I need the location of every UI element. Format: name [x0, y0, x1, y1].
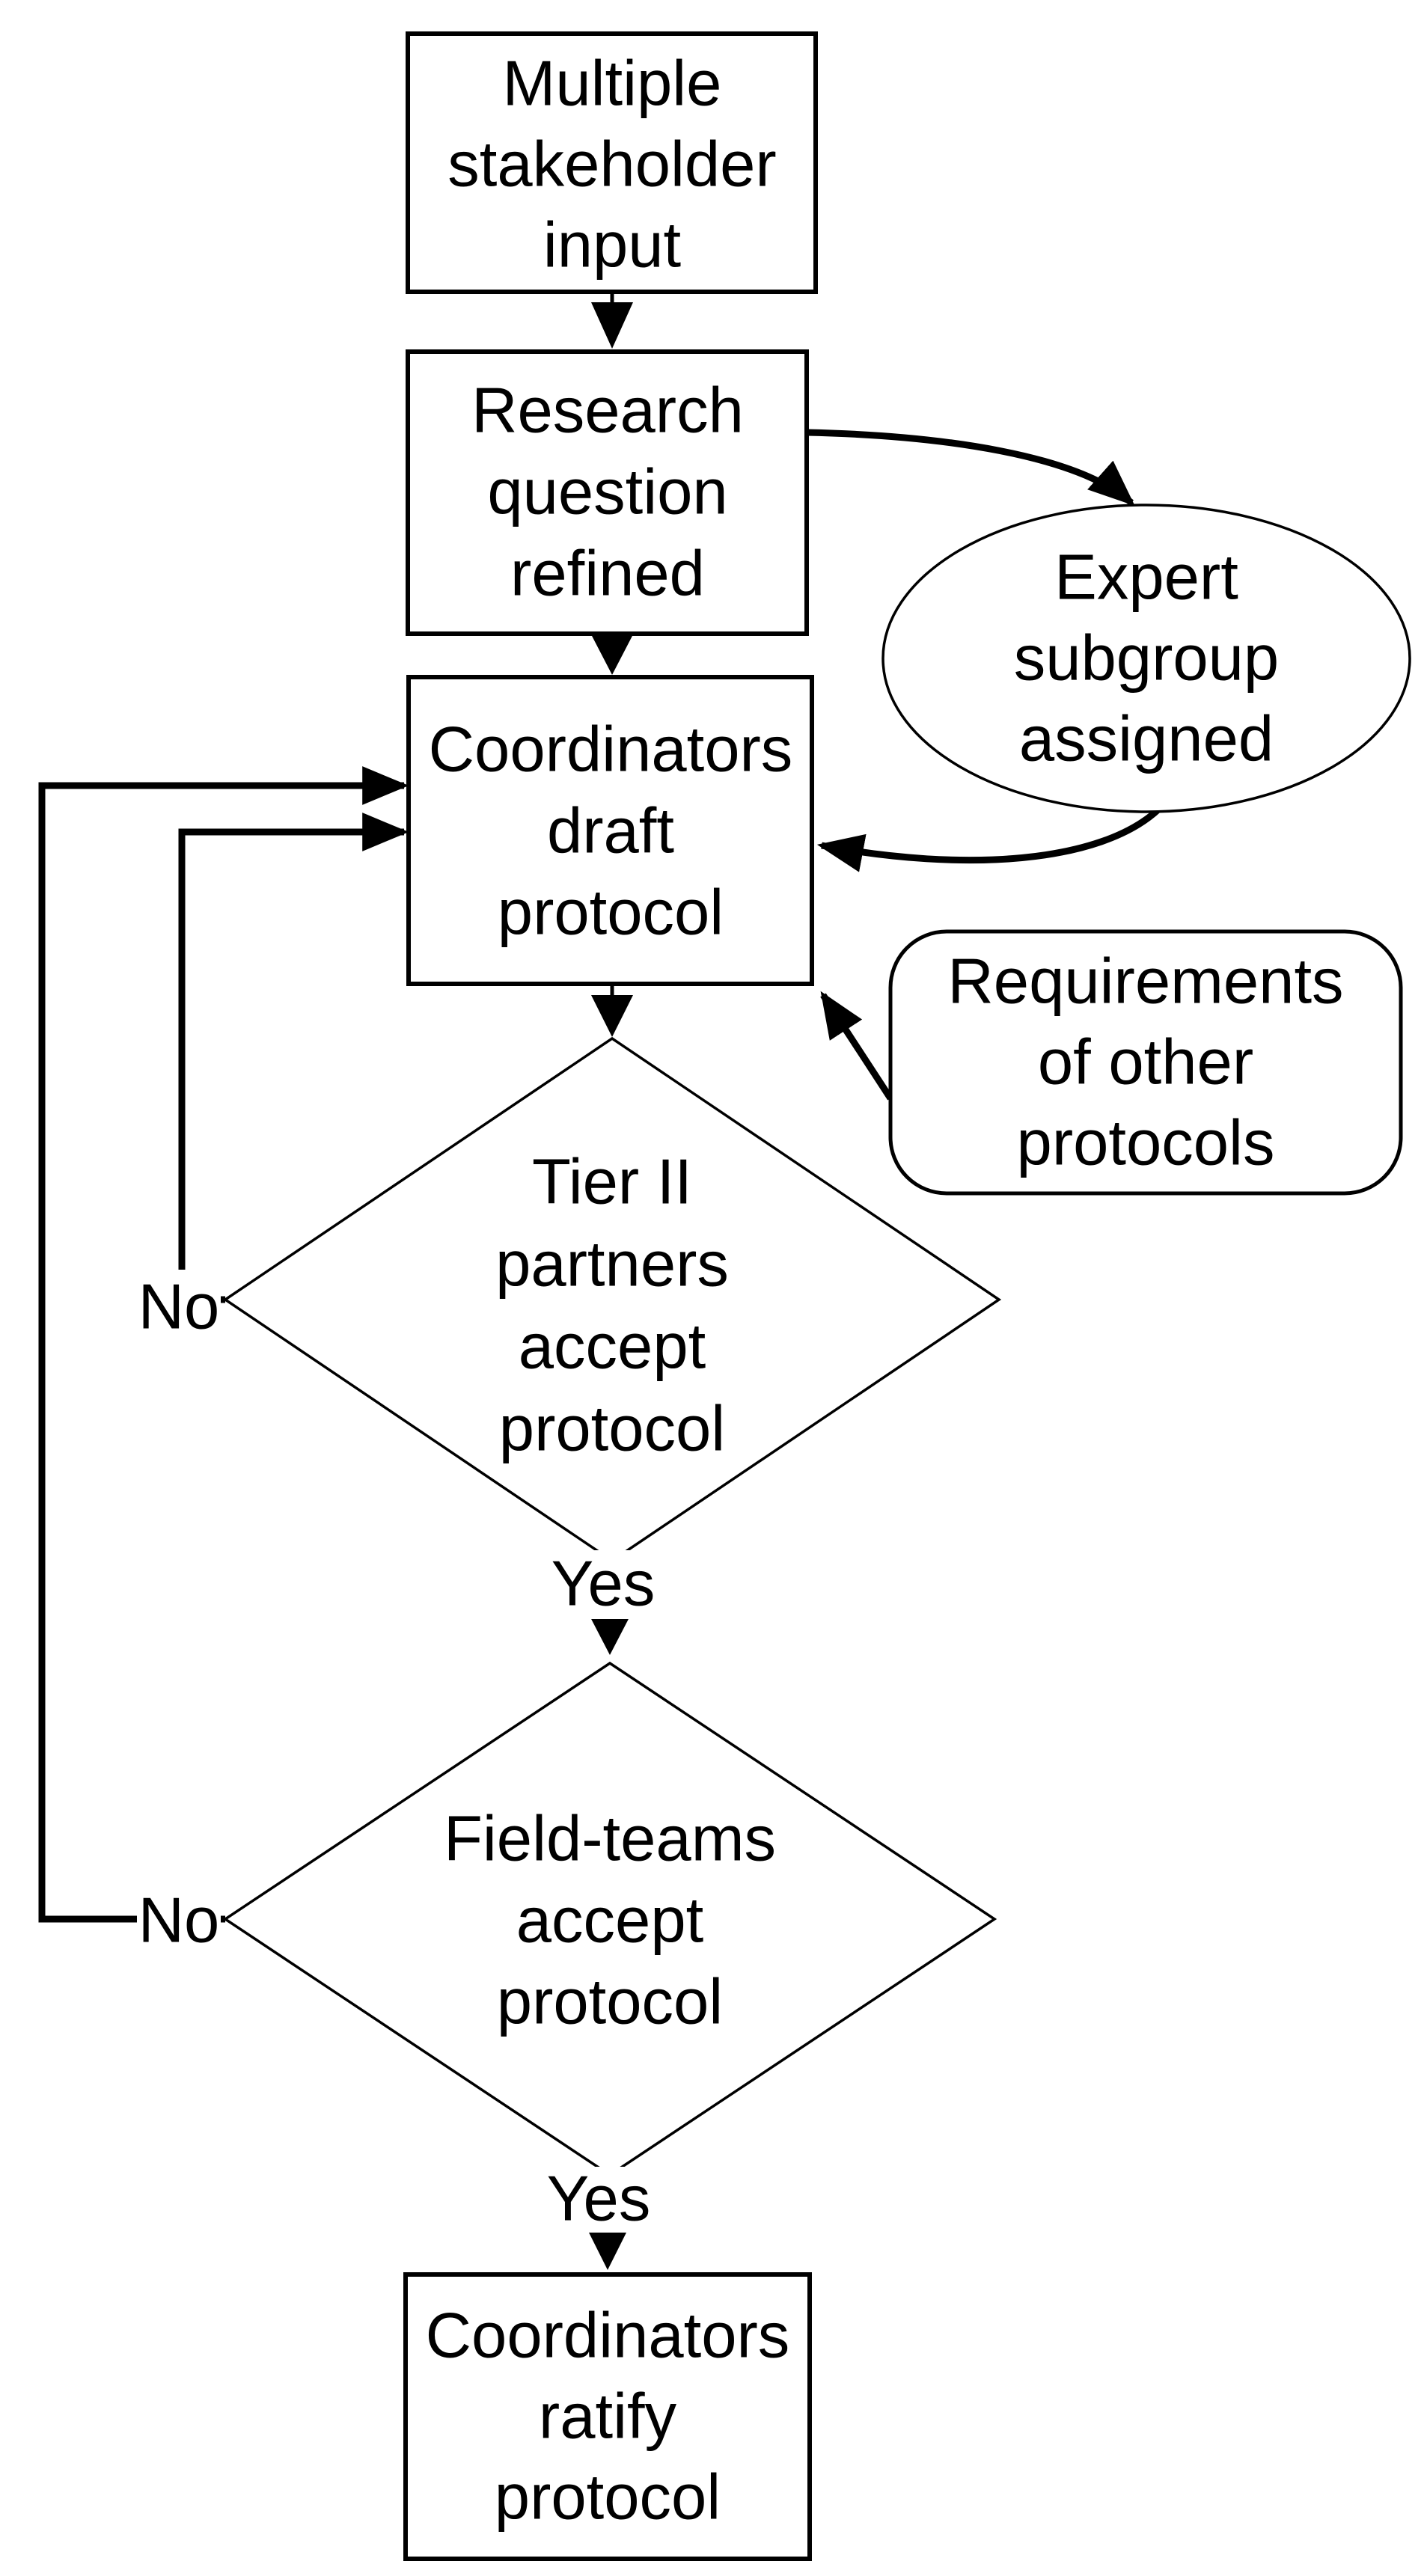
node-text-line: stakeholder	[447, 129, 776, 201]
node-text-line: refined	[510, 539, 705, 610]
node-text-line: Research	[471, 376, 744, 447]
edge-line	[816, 807, 1161, 872]
arrowhead-icon	[587, 2228, 629, 2270]
edge-line	[820, 991, 893, 1101]
node-text-line: Coordinators	[429, 715, 793, 786]
edge-label-text: No	[138, 1272, 220, 1343]
rect-shape	[403, 2272, 812, 2561]
arrowhead-icon	[591, 995, 633, 1037]
edge-line	[806, 429, 1135, 507]
edge-line	[38, 766, 409, 1923]
edge-stakeholder-to-research	[591, 293, 633, 349]
node-text-line: Coordinators	[426, 2301, 790, 2372]
edge-research-to-draft	[591, 634, 633, 675]
rect-shape	[406, 349, 809, 636]
edge-fieldteams-yes-to-ratify	[587, 2228, 629, 2270]
edge-expert-to-draft	[816, 807, 1161, 872]
node-text-line: Field-teams	[444, 1804, 776, 1875]
node-coordinators-ratify-protocol: Coordinators ratify protocol	[403, 2272, 812, 2561]
node-text-line: of other	[1038, 1027, 1253, 1098]
label-background	[539, 2167, 659, 2233]
node-coordinators-draft-protocol: Coordinators draft protocol	[406, 675, 814, 986]
label-background	[137, 1883, 221, 1957]
edge-research-to-expert	[806, 429, 1135, 507]
node-text-line: Tier II	[532, 1147, 692, 1218]
label-background	[137, 1270, 221, 1343]
arrowhead-icon	[591, 302, 633, 349]
ellipse-shape	[881, 504, 1411, 813]
edge-requirements-to-draft	[820, 991, 893, 1101]
rounded-rect-shape	[888, 929, 1403, 1196]
node-research-question-refined: Research question refined	[406, 349, 809, 636]
rect-shape	[406, 675, 814, 986]
arrowhead-icon	[591, 634, 633, 675]
node-text-line: question	[487, 457, 727, 528]
edge-draft-to-tier2	[591, 985, 633, 1037]
edge-tier2-yes-to-fieldteams	[589, 1615, 631, 1655]
node-text-line: accept	[519, 1312, 706, 1383]
node-text-line: input	[543, 210, 681, 281]
node-text-line: protocol	[498, 878, 724, 949]
node-text-line: protocol	[497, 1967, 723, 2038]
edge-label-tier2-no: No	[137, 1270, 221, 1343]
node-requirements-of-other-protocols: Requirements of other protocols	[888, 929, 1403, 1196]
node-text-line: protocols	[1017, 1108, 1275, 1179]
node-text-line: draft	[547, 796, 674, 867]
node-text-line: protocol	[495, 2462, 721, 2533]
label-background	[543, 1550, 663, 1619]
node-text-line: accept	[516, 1885, 703, 1957]
edge-label-text: Yes	[551, 1549, 656, 1620]
arrowhead-icon	[589, 1615, 631, 1655]
node-text-line: assigned	[1019, 704, 1274, 775]
edge-label-fieldteams-no: No	[137, 1883, 221, 1957]
edge-label-text: No	[138, 1885, 220, 1957]
node-text-line: Multiple	[503, 49, 722, 120]
node-text-line: ratify	[539, 2381, 677, 2453]
edge-label-text: Yes	[547, 2164, 651, 2235]
rect-shape	[406, 31, 818, 294]
node-text-line: partners	[495, 1229, 729, 1300]
edge-label-tier2-yes: Yes	[543, 1549, 663, 1620]
edge-label-fieldteams-yes: Yes	[539, 2164, 659, 2235]
node-expert-subgroup-assigned: Expert subgroup assigned	[881, 504, 1411, 813]
node-fieldteams-accept-protocol: Field-teams accept protocol	[222, 1661, 997, 2177]
edge-fieldteams-no-to-draft	[38, 766, 409, 1923]
node-tier2-partners-accept-protocol: Tier II partners accept protocol	[222, 1036, 1002, 1563]
node-multiple-stakeholder-input: Multiple stakeholder input	[406, 31, 818, 294]
node-text-line: Requirements	[947, 946, 1343, 1018]
node-text-line: subgroup	[1014, 623, 1279, 694]
node-text-line: protocol	[499, 1394, 725, 1465]
node-text-line: Expert	[1054, 542, 1238, 614]
